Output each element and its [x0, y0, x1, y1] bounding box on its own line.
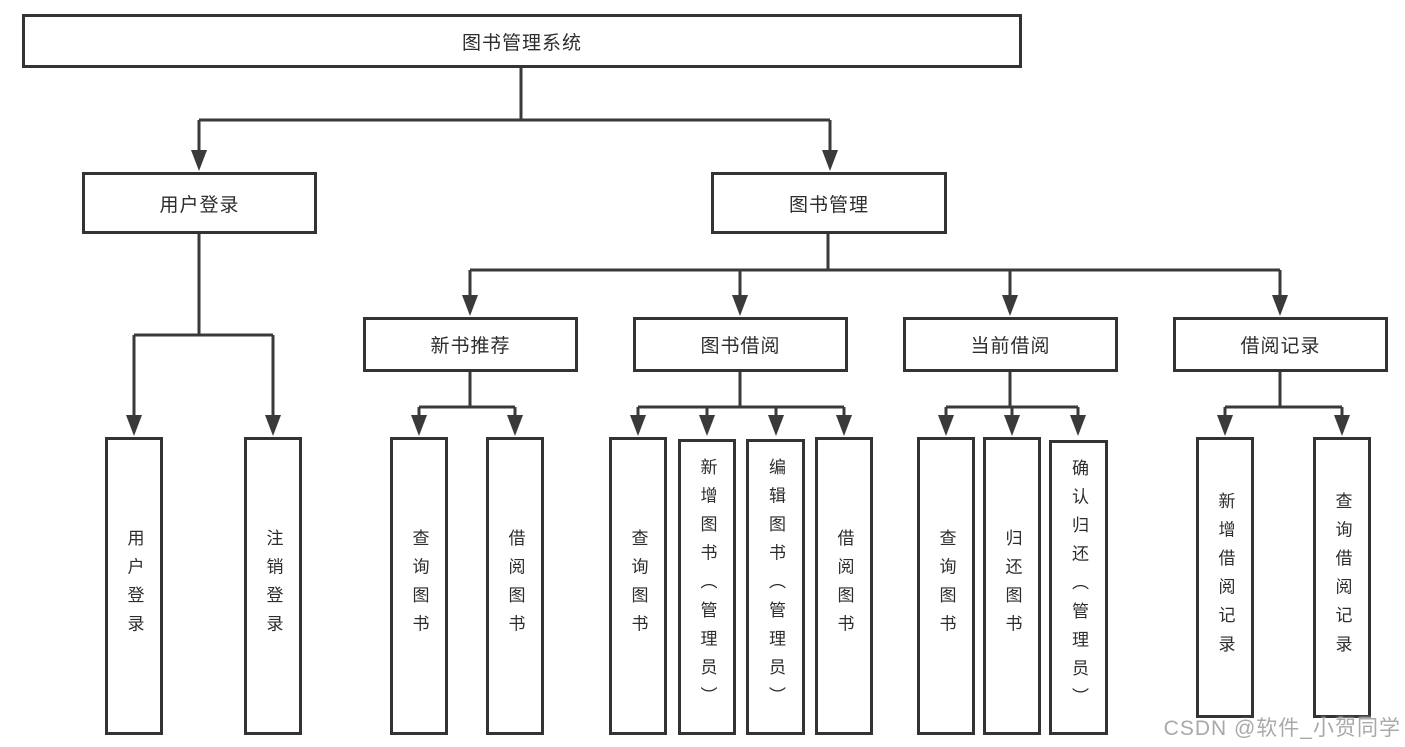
node-borrowing-records: 借阅记录 [1173, 317, 1388, 372]
leaf-label: 新增图书（管理员） [697, 458, 717, 716]
leaf-label: 查询图书 [936, 528, 956, 644]
leaf-records-add-borrow-record: 新增借阅记录 [1196, 437, 1254, 718]
leaf-logout: 注销登录 [244, 437, 302, 735]
leaf-recommend-query-books: 查询图书 [390, 437, 448, 735]
connector-borrowing-records [1223, 372, 1344, 417]
arrowhead [411, 415, 427, 436]
connector-root [197, 68, 832, 152]
leaf-recommend-borrow-books: 借阅图书 [486, 437, 544, 735]
leaf-label: 确认归还（管理员） [1069, 458, 1088, 717]
watermark: CSDN @软件_小贺同学 [1163, 717, 1401, 740]
leaf-label: 注销登录 [263, 528, 283, 644]
leaf-label: 新增借阅记录 [1215, 491, 1235, 664]
connector-book-management [468, 234, 1282, 297]
arrowhead [630, 415, 646, 436]
arrowhead [822, 150, 838, 171]
arrowhead [507, 415, 523, 436]
leaf-label: 查询借阅记录 [1332, 491, 1352, 664]
node-user-login: 用户登录 [82, 172, 317, 234]
leaf-current-return-books: 归还图书 [983, 437, 1041, 735]
connector-user-login [132, 234, 275, 417]
node-book-management: 图书管理 [711, 172, 947, 234]
leaf-label: 归还图书 [1002, 528, 1022, 644]
arrowhead [265, 415, 281, 436]
leaf-label: 借阅图书 [505, 528, 525, 644]
connector-book-borrowing [636, 372, 846, 417]
leaf-label: 查询图书 [409, 528, 429, 644]
arrowhead [938, 415, 954, 436]
arrowhead [1217, 415, 1233, 436]
leaf-current-query-books: 查询图书 [917, 437, 975, 735]
leaf-label: 用户登录 [124, 528, 144, 644]
arrowhead [126, 415, 142, 436]
leaf-label: 编辑图书（管理员） [766, 458, 785, 716]
arrowhead [699, 415, 715, 436]
connector-current-borrowing [944, 372, 1080, 417]
arrowhead [191, 150, 207, 171]
leaf-label: 查询图书 [628, 528, 648, 644]
arrowhead [1070, 415, 1086, 436]
leaf-current-confirm-return-admin: 确认归还（管理员） [1049, 440, 1108, 735]
arrowhead [1004, 415, 1020, 436]
arrowhead [836, 415, 852, 436]
leaf-label: 借阅图书 [834, 528, 854, 644]
node-current-borrowing: 当前借阅 [903, 317, 1118, 372]
connector-new-book-recommendation [417, 372, 517, 417]
leaf-borrowing-borrow-books: 借阅图书 [815, 437, 873, 735]
arrowhead [768, 415, 784, 436]
node-book-borrowing: 图书借阅 [633, 317, 848, 372]
leaf-records-query-borrow-record: 查询借阅记录 [1313, 437, 1371, 718]
leaf-borrowing-query-books: 查询图书 [609, 437, 667, 735]
arrowhead [732, 295, 748, 316]
leaf-borrowing-edit-books-admin: 编辑图书（管理员） [746, 439, 805, 735]
leaf-borrowing-add-books-admin: 新增图书（管理员） [678, 439, 736, 735]
arrowhead [462, 295, 478, 316]
node-library-management-system: 图书管理系统 [22, 14, 1022, 68]
arrowhead [1272, 295, 1288, 316]
arrowhead [1334, 415, 1350, 436]
leaf-user-login: 用户登录 [105, 437, 163, 735]
node-new-book-recommendation: 新书推荐 [363, 317, 578, 372]
arrowhead [1002, 295, 1018, 316]
